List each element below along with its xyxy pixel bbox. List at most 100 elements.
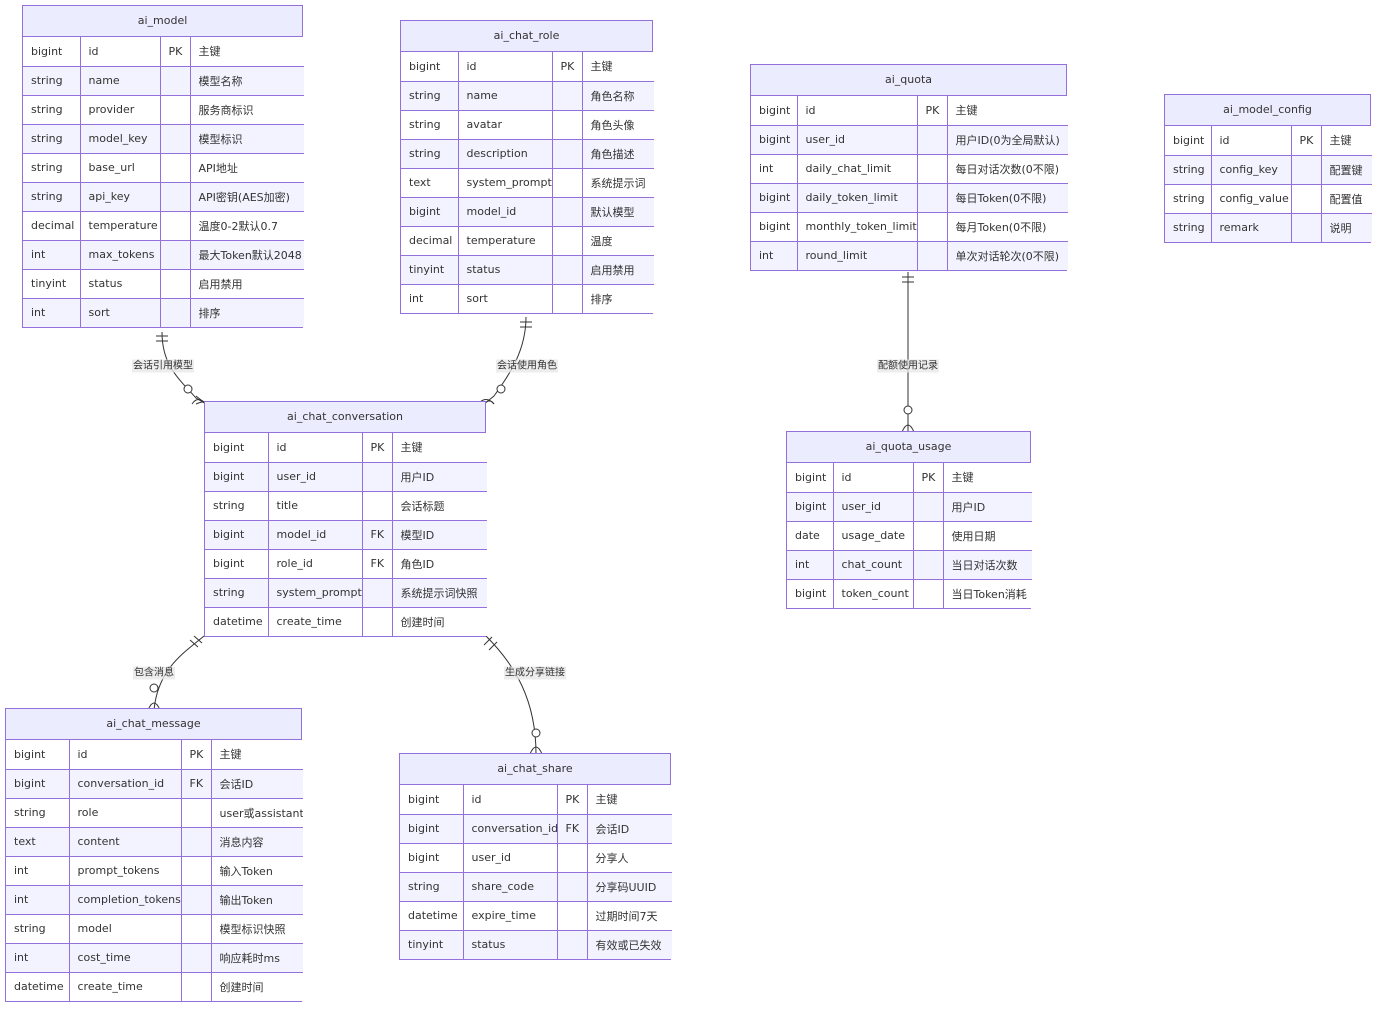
attribute-type: bigint <box>401 197 459 227</box>
attribute-comment: 系统提示词 <box>582 168 654 198</box>
attribute-type: string <box>401 110 459 140</box>
attribute-type: bigint <box>23 37 81 67</box>
attribute-type: string <box>401 81 459 111</box>
rel-quota-usage <box>901 272 915 433</box>
attribute-comment: 说明 <box>1321 213 1372 242</box>
attribute-field: expire_time <box>463 901 558 931</box>
attribute-type: tinyint <box>23 269 81 299</box>
attribute-key <box>913 550 944 580</box>
attribute-type: int <box>6 856 70 886</box>
attribute-comment: 主键 <box>582 52 654 82</box>
rel-label-model-conversation: 会话引用模型 <box>132 359 194 373</box>
attribute-field: status <box>80 269 161 299</box>
attribute-comment: API地址 <box>190 153 304 183</box>
attribute-comment: 创建时间 <box>392 607 487 636</box>
attribute-comment: 使用日期 <box>943 521 1032 551</box>
attribute-type: string <box>23 182 81 212</box>
attribute-field: role_id <box>268 549 363 579</box>
attribute-field: model <box>69 914 182 944</box>
attribute-key <box>160 66 191 96</box>
attribute-comment: 消息内容 <box>211 827 303 857</box>
attribute-key: FK <box>557 814 588 844</box>
attribute-comment: 当日对话次数 <box>943 550 1032 580</box>
attribute-comment: 排序 <box>582 284 654 313</box>
attribute-comment: 用户ID <box>392 462 487 492</box>
attribute-field: usage_date <box>833 521 914 551</box>
attribute-type: bigint <box>205 433 269 463</box>
attribute-field: user_id <box>797 125 918 155</box>
attribute-comment: 默认模型 <box>582 197 654 227</box>
attribute-field: name <box>458 81 553 111</box>
attribute-type: string <box>1165 213 1212 242</box>
attribute-key <box>552 81 583 111</box>
attribute-comment: 主键 <box>392 433 487 463</box>
attribute-comment: 角色名称 <box>582 81 654 111</box>
attribute-key: PK <box>362 433 393 463</box>
attribute-type: int <box>6 943 70 973</box>
attribute-comment: 主键 <box>190 37 304 67</box>
attribute-key: FK <box>362 520 393 550</box>
entity-title: ai_model_config <box>1165 95 1370 126</box>
attribute-type: date <box>787 521 834 551</box>
attribute-type: bigint <box>400 785 464 815</box>
attribute-key <box>181 798 212 828</box>
attribute-field: temperature <box>458 226 553 256</box>
attribute-field: share_code <box>463 872 558 902</box>
attribute-key <box>917 154 948 184</box>
entity-title: ai_model <box>23 6 302 37</box>
entity-title: ai_chat_message <box>6 709 301 740</box>
attribute-comment: 启用禁用 <box>582 255 654 285</box>
attribute-comment: 会话标题 <box>392 491 487 521</box>
attribute-comment: 主键 <box>947 96 1068 126</box>
attribute-comment: 温度 <box>582 226 654 256</box>
attribute-field: status <box>458 255 553 285</box>
attribute-comment: 输入Token <box>211 856 303 886</box>
attribute-type: bigint <box>205 462 269 492</box>
rel-conversation-message <box>147 635 205 711</box>
attribute-comment: 分享人 <box>587 843 672 873</box>
attribute-field: name <box>80 66 161 96</box>
attribute-field: remark <box>1211 213 1292 242</box>
attribute-key <box>160 153 191 183</box>
attribute-comment: 创建时间 <box>211 972 303 1001</box>
attribute-key <box>557 930 588 959</box>
attribute-type: bigint <box>401 52 459 82</box>
attribute-type: text <box>401 168 459 198</box>
attribute-type: bigint <box>787 579 834 608</box>
attribute-key <box>160 211 191 241</box>
attribute-type: bigint <box>787 463 834 493</box>
attribute-key <box>1291 155 1322 185</box>
attribute-type: int <box>401 284 459 313</box>
attribute-field: role <box>69 798 182 828</box>
attribute-comment: 主键 <box>943 463 1032 493</box>
rel-conversation-share <box>483 635 543 755</box>
entity-title: ai_quota_usage <box>787 432 1030 463</box>
attribute-key <box>552 226 583 256</box>
